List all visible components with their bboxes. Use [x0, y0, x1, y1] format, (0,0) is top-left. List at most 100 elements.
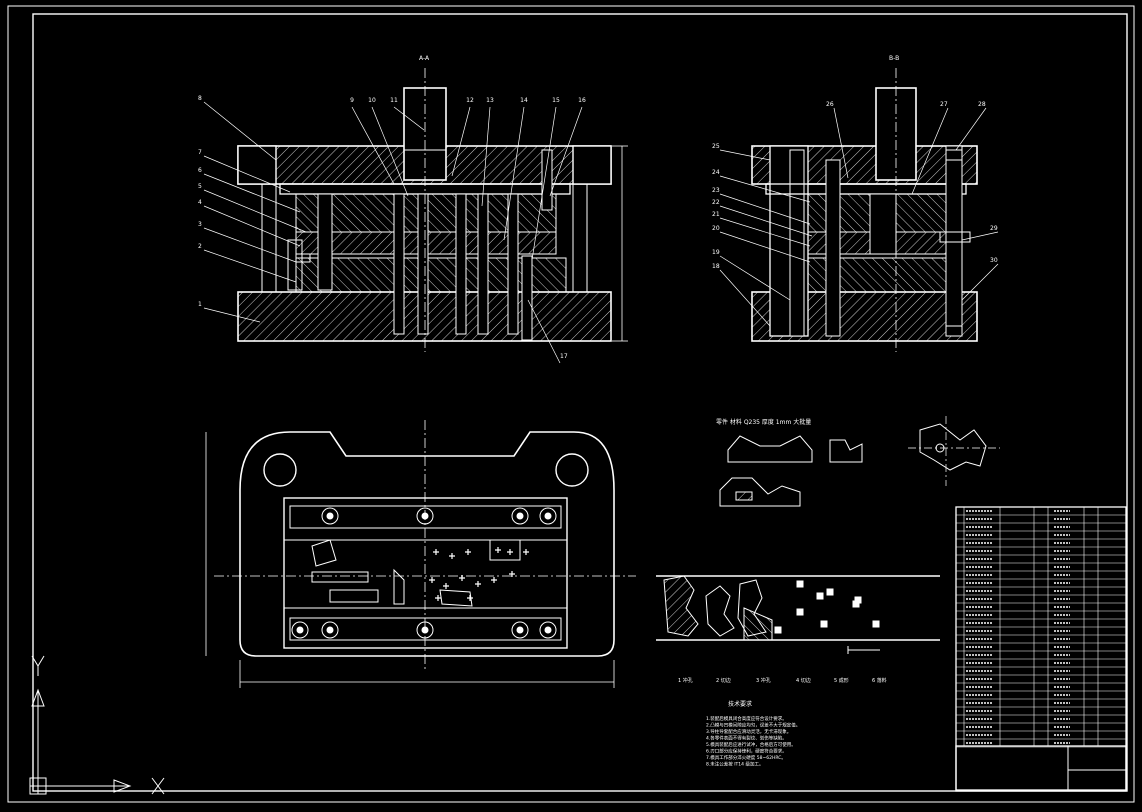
callout-label: 9 — [350, 97, 354, 104]
guide-hole — [539, 507, 557, 525]
callout-leader — [371, 106, 409, 197]
guide-hole — [539, 621, 557, 639]
guide-hole-center — [296, 626, 304, 634]
pierce-mark — [796, 580, 804, 588]
tech-line: 3.导柱导套配合应滑动灵活，无卡滞现象。 — [706, 728, 791, 735]
callout-label: 21 — [712, 211, 720, 218]
strip-pierce-marks — [774, 580, 880, 634]
punch-mark — [467, 595, 473, 601]
callout-leader — [503, 106, 525, 241]
guide-hole — [511, 621, 529, 639]
callout-leader — [203, 227, 297, 263]
outer-border — [7, 5, 1135, 803]
callout-leader — [961, 231, 999, 241]
punch-mark — [443, 583, 449, 589]
callout-label: 10 — [368, 97, 376, 104]
tech-title: 技术要求 — [728, 700, 752, 708]
callout-leader — [527, 299, 561, 364]
callout-leader — [393, 106, 425, 131]
pierce-mark — [872, 620, 880, 628]
bom-table — [956, 506, 1126, 748]
callout-label: 12 — [466, 97, 474, 104]
callout-leader — [351, 106, 395, 185]
tech-line: 4.各零件表面不得有裂纹、划伤等缺陷。 — [706, 735, 787, 742]
inner-border — [32, 13, 1128, 792]
punch-mark — [491, 577, 497, 583]
callout-leader — [203, 155, 291, 193]
tech-line: 5.模具装配后应进行试冲，合格后方可使用。 — [706, 741, 796, 748]
tech-line: 1.装配后模具闭合高度应符合设计要求。 — [706, 715, 787, 722]
callout-leader — [481, 106, 491, 207]
strip-step-label: 3 冲孔 — [756, 677, 771, 684]
callout-leader — [911, 107, 949, 195]
punch-mark — [495, 547, 501, 553]
callout-label: 7 — [198, 149, 202, 156]
tech-requirements: 1.装配后模具闭合高度应符合设计要求。2.凸模与凹模间隙应均匀，误差不大于规定值… — [706, 715, 800, 768]
callout-label: 25 — [712, 143, 720, 150]
tech-line: 8.未注公差按 IT14 级加工。 — [706, 761, 763, 768]
callout-leader — [833, 107, 849, 179]
punch-mark — [459, 575, 465, 581]
callout-label: 30 — [990, 257, 998, 264]
front-section-view — [237, 68, 628, 352]
callout-label: 4 — [198, 199, 202, 206]
strip-step-label: 1 冲孔 — [678, 677, 693, 684]
part-caption: 零件 材料 Q235 厚度 1mm 大批量 — [716, 418, 811, 426]
callout-label: 16 — [578, 97, 586, 104]
part-views — [719, 416, 1000, 507]
callout-leader — [203, 173, 301, 213]
strip-step-label: 4 切边 — [796, 677, 811, 684]
callout-leader — [203, 101, 277, 161]
callout-leader — [955, 107, 987, 151]
guide-hole — [416, 507, 434, 525]
callout-label: 11 — [390, 97, 398, 104]
callout-label: 2 — [198, 243, 202, 250]
punch-mark — [523, 549, 529, 555]
punch-mark — [433, 549, 439, 555]
callout-label: 26 — [826, 101, 834, 108]
guide-hole — [321, 507, 339, 525]
callout-leader — [719, 193, 811, 225]
callout-leader — [719, 149, 771, 161]
plan-holes — [291, 507, 557, 639]
callout-label: 14 — [520, 97, 528, 104]
guide-hole-center — [326, 626, 334, 634]
punch-mark — [509, 571, 515, 577]
punch-mark — [429, 577, 435, 583]
plan-punch-marks — [429, 547, 529, 601]
guide-hole — [291, 621, 309, 639]
callout-label: 27 — [940, 101, 948, 108]
callout-label: 6 — [198, 167, 202, 174]
callout-label: 23 — [712, 187, 720, 194]
punch-mark — [465, 549, 471, 555]
callout-leader — [719, 217, 811, 247]
strip-layout — [656, 575, 940, 654]
callout-leader — [719, 255, 791, 301]
pierce-mark — [816, 592, 824, 600]
callout-label: 24 — [712, 169, 720, 176]
callout-label: 18 — [712, 263, 720, 270]
callout-leader — [961, 263, 999, 301]
callout-leader — [719, 269, 771, 327]
tech-line: 2.凸模与凹模间隙应均匀，误差不大于规定值。 — [706, 722, 800, 729]
callout-label: 20 — [712, 225, 720, 232]
tech-line: 6.刃口部分应保持锋利，硬度符合要求。 — [706, 748, 787, 755]
callout-label: 5 — [198, 183, 202, 190]
callout-label: 15 — [552, 97, 560, 104]
punch-mark — [435, 595, 441, 601]
guide-hole-center — [326, 512, 334, 520]
callout-label: 13 — [486, 97, 494, 104]
callout-label: 3 — [198, 221, 202, 228]
side-view-label: B-B — [889, 55, 899, 62]
pierce-mark — [796, 608, 804, 616]
callout-label: 8 — [198, 95, 202, 102]
pierce-mark — [820, 620, 828, 628]
guide-hole-center — [421, 512, 429, 520]
plan-view — [205, 420, 636, 688]
guide-hole — [511, 507, 529, 525]
punch-mark — [475, 581, 481, 587]
callout-leader — [203, 249, 297, 283]
